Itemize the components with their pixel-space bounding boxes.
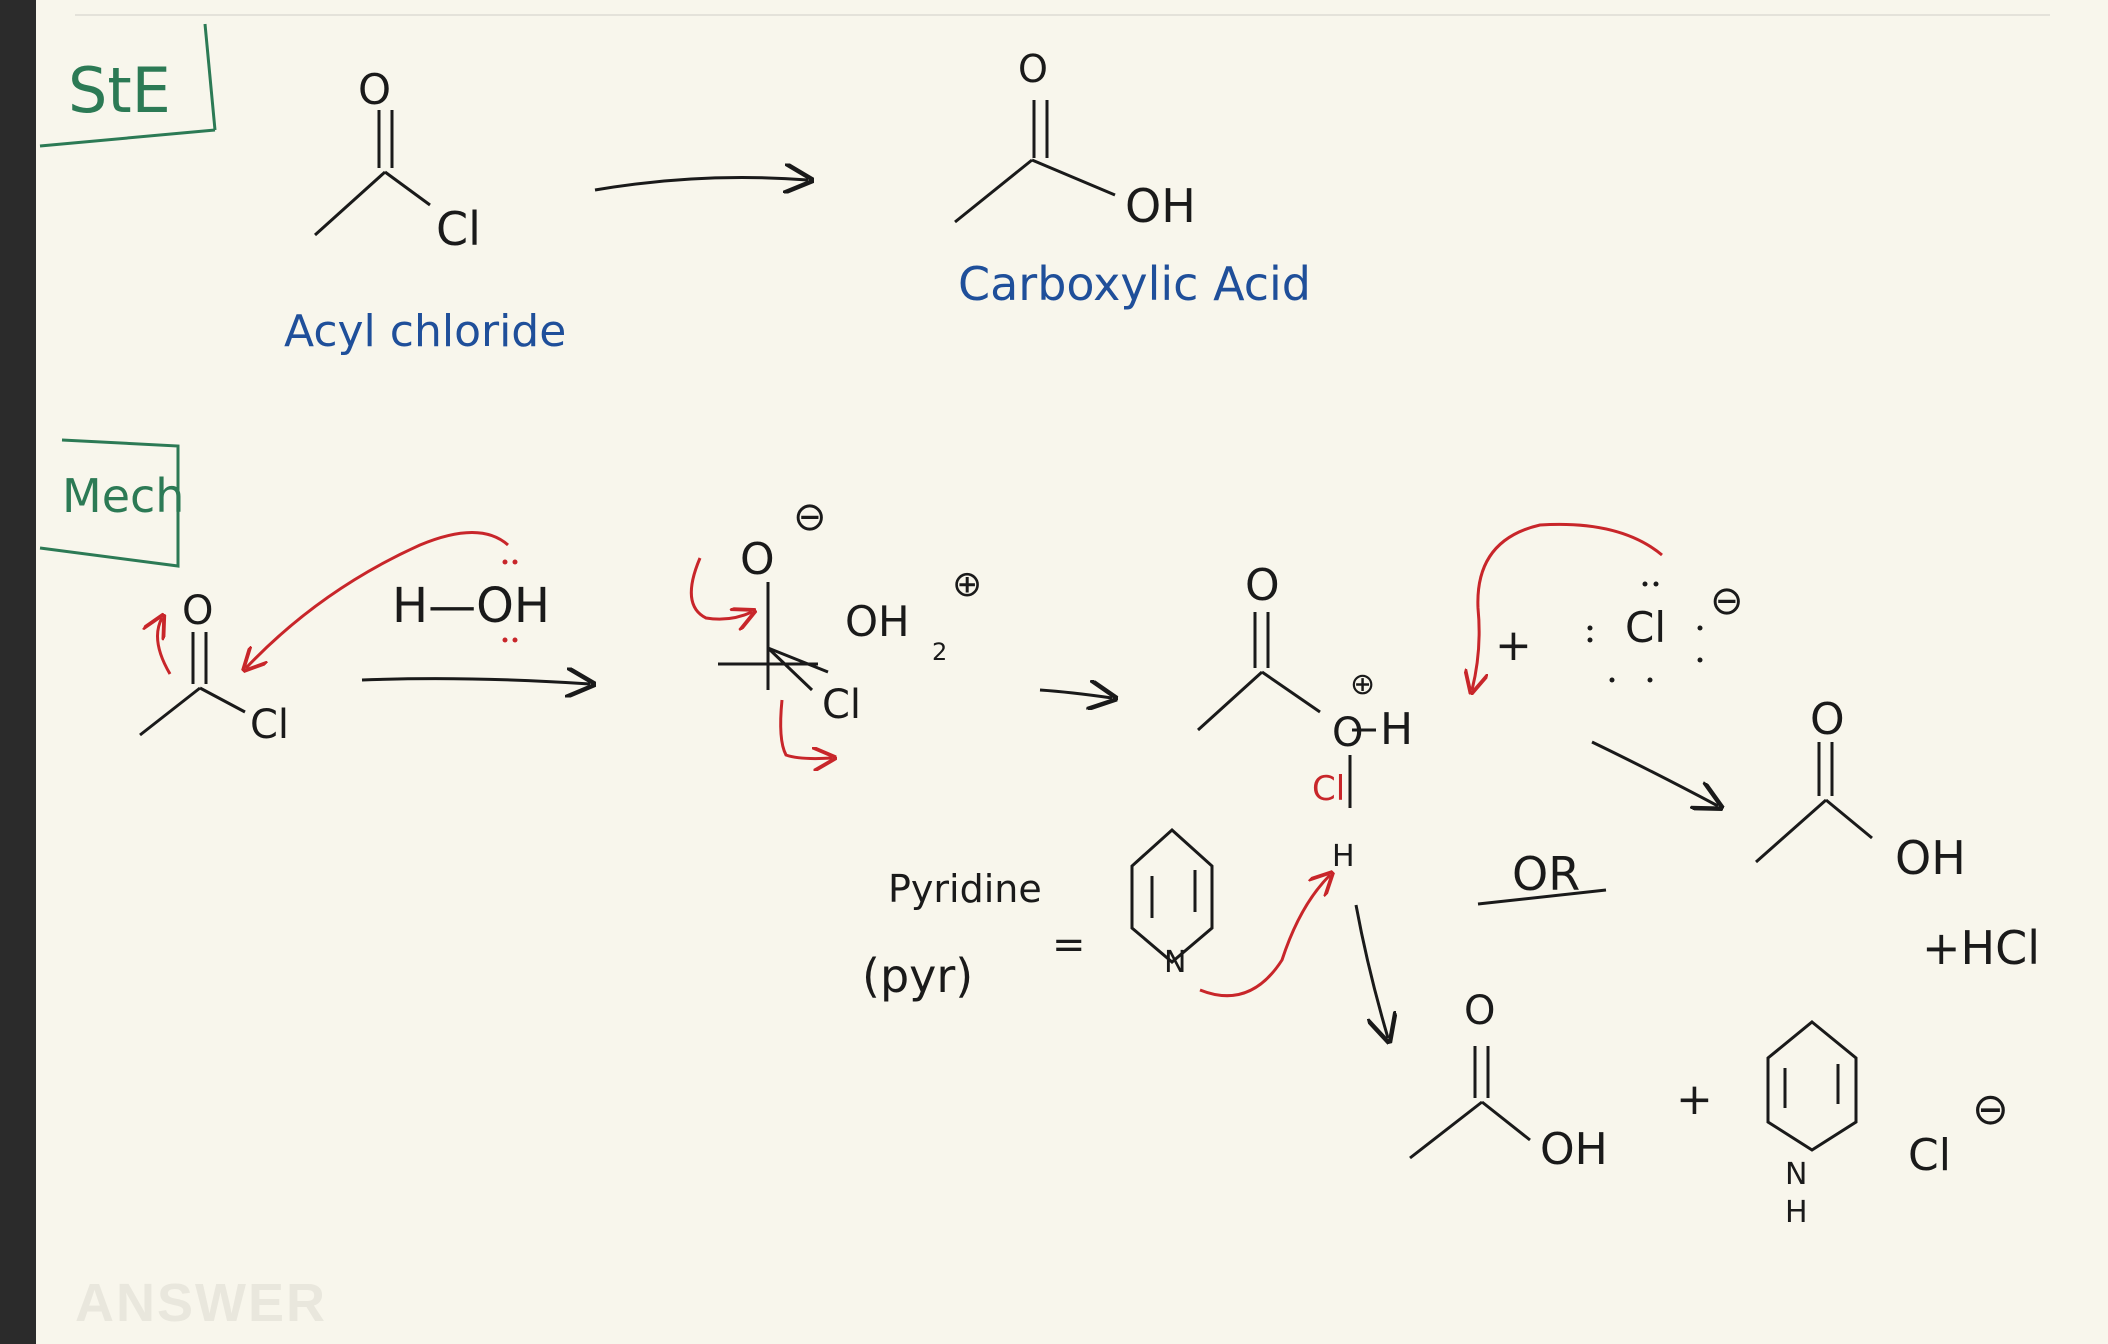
chloride: Cl	[1625, 603, 1666, 652]
prot-h-right: H	[1380, 704, 1413, 755]
pyridine-attack-arrow-red	[1199, 875, 1330, 998]
ste-box: StE	[39, 23, 217, 148]
prot-plus: +	[1495, 620, 1532, 671]
pyridinium-ring	[1766, 1020, 1858, 1152]
product-b-cl: Cl	[1908, 1130, 1951, 1181]
answer-watermark: ANSWER	[75, 1273, 327, 1333]
chloride-charge: ⊖	[1710, 578, 1744, 624]
attack-arrow-red	[246, 531, 509, 669]
prot-h-bottom: H	[1332, 839, 1355, 874]
mech-arrow-3a	[1591, 740, 1718, 806]
ste-label: StE	[68, 54, 171, 127]
product-b-oh: OH	[1540, 1124, 1608, 1175]
acyl-o: O	[358, 65, 391, 114]
acid-oh: OH	[1125, 179, 1196, 233]
product-b-plus: +	[1676, 1074, 1713, 1125]
acyl-cl: Cl	[436, 202, 481, 256]
water-lone-pairs	[502, 559, 518, 643]
mech-label: Mech	[62, 469, 184, 523]
carboxylic-acid-structure	[954, 100, 1116, 224]
chloride-attack-arrow-red	[1472, 522, 1663, 690]
acyl-chloride-structure	[313, 110, 431, 237]
carboxylic-acid-label: Carboxylic Acid	[958, 257, 1311, 311]
water: H—OH	[392, 578, 550, 634]
mech-box: Mech	[39, 438, 184, 568]
mech-acyl-chloride	[139, 632, 246, 737]
protonated-acid	[1196, 612, 1376, 808]
tet-o: O	[740, 534, 775, 585]
reform-arrow-red	[689, 557, 752, 619]
pyridine-label: Pyridine	[888, 867, 1042, 911]
pyridinium-n: N	[1785, 1157, 1807, 1192]
mech1-o: O	[182, 588, 213, 634]
pyridine-ring	[1130, 827, 1214, 964]
tet-oh2-sub: 2	[932, 638, 947, 666]
pyridine-n: N	[1164, 945, 1186, 980]
mech-arrow-2	[1039, 690, 1112, 698]
acid-o: O	[1018, 47, 1048, 91]
tet-o-charge: ⊖	[793, 494, 827, 540]
mech-arrow-1	[361, 679, 590, 684]
or-label: OR	[1512, 847, 1580, 901]
pi-bond-arrow-red	[158, 618, 172, 675]
product-a-o: O	[1810, 694, 1845, 745]
tet-oh2: OH	[845, 597, 910, 646]
mech-arrow-3b	[1354, 904, 1388, 1038]
prot-cl-red: Cl	[1312, 769, 1345, 809]
reaction-arrow	[594, 178, 808, 190]
prot-o2-charge: ⊕	[1350, 667, 1375, 702]
pyridine-eq: =	[1052, 922, 1086, 968]
tet-oh2-charge: ⊕	[952, 564, 982, 605]
prot-o: O	[1245, 560, 1280, 611]
tet-cl: Cl	[822, 682, 861, 728]
top-divider	[75, 14, 2050, 16]
or-underline	[1477, 888, 1607, 906]
product-b-acid	[1409, 1046, 1531, 1160]
acyl-chloride-label: Acyl chloride	[284, 306, 566, 357]
product-a-acid	[1755, 742, 1873, 864]
chloride-lone-pairs	[1587, 581, 1703, 683]
mech1-cl: Cl	[250, 702, 289, 748]
pyridine-abbr: (pyr)	[862, 949, 973, 1003]
product-b-o: O	[1464, 988, 1495, 1034]
prot-o2: O	[1332, 710, 1363, 756]
product-b-cl-charge: ⊖	[1972, 1084, 2009, 1135]
left-toolbar-strip	[0, 0, 36, 1344]
pyridinium-h: H	[1785, 1195, 1808, 1230]
product-a-oh: OH	[1895, 831, 1966, 885]
product-a-hcl: +HCl	[1922, 921, 2040, 975]
tetrahedral-intermediate	[718, 582, 829, 692]
leaving-arrow-red	[779, 699, 832, 759]
